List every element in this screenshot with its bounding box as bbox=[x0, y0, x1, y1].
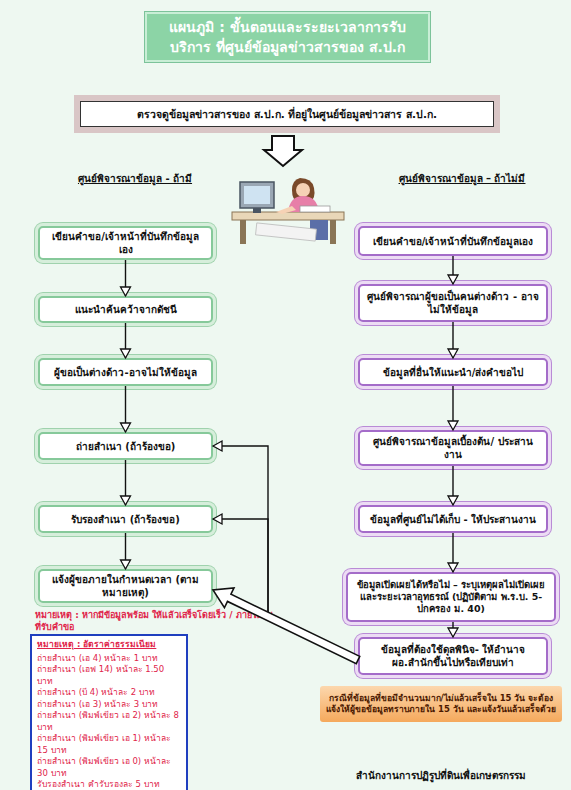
connector-line bbox=[452, 533, 453, 572]
flow-arrow bbox=[448, 386, 458, 430]
node-text: ศูนย์พิจารณาผู้ขอเป็นคนต่างด้าว - อาจไม่… bbox=[366, 290, 540, 316]
process-box: ข้อมูลที่ต้องใช้ดุลพินิจ- ให้อำนาจ ผอ.สำ… bbox=[358, 637, 548, 675]
process-box: ศูนย์พิจารณาข้อมูลเบื้องต้น/ ประสานงาน bbox=[358, 430, 548, 466]
node-text: หมายเหตุ : อัตราค่าธรรมเนียม bbox=[37, 639, 156, 651]
connector-line bbox=[125, 260, 126, 296]
arrow-head bbox=[448, 349, 458, 358]
office-worker-illustration bbox=[232, 178, 344, 244]
remark-text: หมายเหตุ : หากมีข้อมูลพร้อม ให้แล้วเสร็จ… bbox=[35, 609, 275, 633]
fee-line: ถ่ายสำเนา (บี 4) หน้าละ 2 บาท bbox=[37, 687, 155, 699]
node-text: ข้อมูลที่ศูนย์ไม่ได้เก็บ - ให้ประสานงาน bbox=[370, 513, 536, 526]
flow-arrow bbox=[448, 256, 458, 284]
fee-line: รับรองสำเนา คำรับรองละ 5 บาท bbox=[37, 779, 160, 790]
arrow-head bbox=[448, 628, 458, 637]
flow-arrow bbox=[121, 323, 131, 358]
column-header: ศูนย์พิจารณาข้อมูล - ถ้ามี bbox=[40, 172, 230, 185]
connector-line bbox=[125, 460, 126, 505]
arrow-head bbox=[448, 563, 458, 572]
fee-line: ถ่ายสำเนา (พิมพ์เขียว เอ 1) หน้าละ 15 บา… bbox=[37, 733, 181, 756]
fee-line: ถ่ายสำเนา (พิมพ์เขียว เอ 0) หน้าละ 30 บา… bbox=[37, 756, 181, 779]
process-box: ผู้ขอเป็นต่างด้าว-อาจไม่ให้ข้อมูล bbox=[38, 358, 213, 386]
node-text: เขียนคำขอ/เจ้าหน้าที่บันทึกข้อมูลเอง bbox=[373, 235, 534, 248]
down-arrow bbox=[264, 136, 302, 166]
process-box: แจ้งผู้ขอภายในกำหนดเวลา (ตามหมายเหตุ) bbox=[38, 569, 213, 603]
arrow-head bbox=[121, 423, 131, 432]
flow-arrow bbox=[121, 533, 131, 569]
process-box: รับรองสำเนา (ถ้าร้องขอ) bbox=[38, 505, 213, 533]
process-box: ข้อมูลที่ศูนย์ไม่ได้เก็บ - ให้ประสานงาน bbox=[358, 505, 548, 533]
connector-line bbox=[213, 519, 358, 660]
node-text: กรณีที่ข้อมูลที่ขอมีจำนวนมาก/ไม่แล้วเสร็… bbox=[325, 693, 557, 715]
process-box: ศูนย์พิจารณาผู้ขอเป็นคนต่างด้าว - อาจไม่… bbox=[358, 284, 548, 322]
node-text: ศูนย์พิจารณาข้อมูลเบื้องต้น/ ประสานงาน bbox=[366, 435, 540, 461]
arrow-head bbox=[448, 421, 458, 430]
flow-arrow bbox=[448, 533, 458, 572]
node-text: ข้อมูลที่อื่นให้แนะนำ/ส่งคำขอไป bbox=[383, 366, 524, 379]
flow-arrow bbox=[121, 460, 131, 505]
connector-line bbox=[452, 622, 453, 637]
fee-line: ถ่ายสำเนา (เอ 3) หน้าละ 3 บาท bbox=[37, 699, 158, 711]
connector-line bbox=[125, 533, 126, 569]
process-box: เขียนคำขอ/เจ้าหน้าที่บันทึกข้อมูลเอง bbox=[38, 226, 213, 260]
arrow-head bbox=[448, 496, 458, 505]
fee-line: ถ่ายสำเนา (พิมพ์เขียว เอ 2) หน้าละ 8 บาท bbox=[37, 710, 181, 733]
node-text: รับรองสำเนา (ถ้าร้องขอ) bbox=[71, 513, 180, 526]
arrow-head bbox=[121, 287, 131, 296]
connector-line bbox=[452, 466, 453, 505]
connector-line bbox=[213, 446, 358, 660]
process-box: แนะนำค้นคว้าจากดัชนี bbox=[38, 296, 213, 323]
flow-arrow bbox=[213, 514, 358, 660]
arrow-head bbox=[121, 349, 131, 358]
fee-line: ถ่ายสำเนา (เอฟ 14) หน้าละ 1.50 บาท bbox=[37, 664, 181, 687]
node-text: เขียนคำขอ/เจ้าหน้าที่บันทึกข้อมูลเอง bbox=[46, 230, 205, 256]
connector-line bbox=[452, 322, 453, 358]
arrow-head bbox=[213, 441, 222, 451]
fee-line: ถ่ายสำเนา (เอ 4) หน้าละ 1 บาท bbox=[37, 653, 158, 665]
fee-note-box: หมายเหตุ : อัตราค่าธรรมเนียมถ่ายสำเนา (เ… bbox=[30, 634, 188, 790]
arrow-head bbox=[448, 275, 458, 284]
connector-line bbox=[125, 323, 126, 358]
column-header: ศูนย์พิจารณาข้อมูล – ถ้าไม่มี bbox=[368, 172, 556, 185]
title-text: แผนภูมิ : ขั้นตอนและระยะเวลาการรับบริการ… bbox=[155, 17, 420, 57]
arrow-head bbox=[121, 496, 131, 505]
node-text: ถ่ายสำเนา (ถ้าร้องขอ) bbox=[76, 440, 176, 453]
flow-arrow bbox=[213, 441, 358, 660]
process-box: ข้อมูลเปิดเผยได้หรือไม่ – ระบุเหตุผลไม่เ… bbox=[346, 572, 556, 622]
header-band: ตรวจดูข้อมูลข่าวสารของ ส.ป.ก. ที่อยู่ในศ… bbox=[80, 101, 494, 127]
title-banner: แผนภูมิ : ขั้นตอนและระยะเวลาการรับบริการ… bbox=[145, 12, 430, 62]
flow-arrow bbox=[121, 260, 131, 296]
arrow-head bbox=[121, 560, 131, 569]
connector-line bbox=[452, 386, 453, 430]
process-box: เขียนคำขอ/เจ้าหน้าที่บันทึกข้อมูลเอง bbox=[358, 226, 548, 256]
node-text: ข้อมูลที่ต้องใช้ดุลพินิจ- ให้อำนาจ ผอ.สำ… bbox=[366, 643, 540, 669]
arrow-head bbox=[213, 514, 222, 524]
flow-arrow bbox=[448, 466, 458, 505]
node-text: ตรวจดูข้อมูลข่าวสารของ ส.ป.ก. ที่อยู่ในศ… bbox=[137, 108, 437, 121]
connector-line bbox=[452, 256, 453, 284]
process-box: ข้อมูลที่อื่นให้แนะนำ/ส่งคำขอไป bbox=[358, 358, 548, 386]
node-text: แนะนำค้นคว้าจากดัชนี bbox=[75, 303, 177, 316]
return-arrow bbox=[213, 588, 360, 664]
organization-name: สำนักงานการปฏิรูปที่ดินเพื่อเกษตรกรรม bbox=[330, 769, 552, 782]
flow-arrow bbox=[448, 322, 458, 358]
node-text: ผู้ขอเป็นต่างด้าว-อาจไม่ให้ข้อมูล bbox=[54, 366, 196, 379]
node-text: แจ้งผู้ขอภายในกำหนดเวลา (ตามหมายเหตุ) bbox=[46, 573, 205, 599]
process-box: ถ่ายสำเนา (ถ้าร้องขอ) bbox=[38, 432, 213, 460]
flow-arrow bbox=[448, 622, 458, 637]
connector-line bbox=[125, 386, 126, 432]
flow-arrow bbox=[121, 386, 131, 432]
node-text: ข้อมูลเปิดเผยได้หรือไม่ – ระบุเหตุผลไม่เ… bbox=[354, 579, 548, 615]
time-note-box: กรณีที่ข้อมูลที่ขอมีจำนวนมาก/ไม่แล้วเสร็… bbox=[320, 686, 562, 722]
hollow-arrow bbox=[213, 588, 360, 664]
